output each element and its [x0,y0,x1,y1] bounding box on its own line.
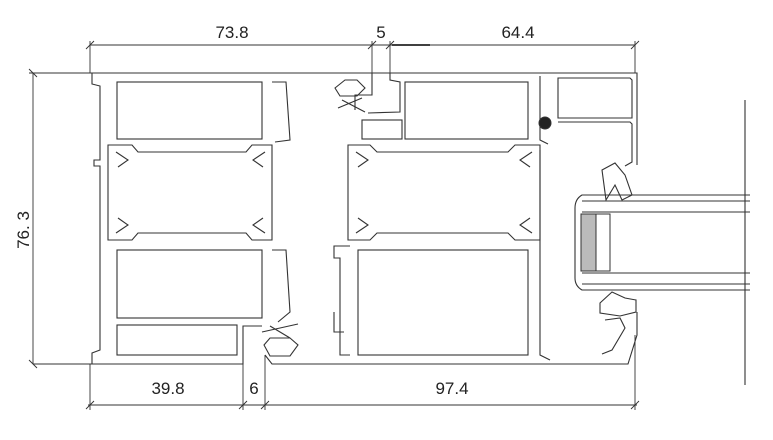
dim-height: 76. 3 [14,211,33,249]
dim-bottom-right: 97.4 [435,379,468,398]
right-frame [538,76,637,361]
glass-unit [574,100,750,385]
left-sash [107,81,291,356]
dim-top-right: 64.4 [501,23,534,42]
seal-bead [538,116,552,130]
middle-profile [261,73,541,357]
dim-bottom-left: 39.8 [151,379,184,398]
top-dimension-line [85,40,640,73]
dim-top-gap: 5 [376,23,385,42]
dim-top-left: 73.8 [215,23,248,42]
spacer-bar [595,213,611,272]
bottom-dimension-line [85,335,640,410]
frame-outline [33,72,638,365]
dim-bottom-gap: 6 [249,379,258,398]
left-dimension-line [28,68,92,369]
desiccant-hatch [580,213,597,272]
